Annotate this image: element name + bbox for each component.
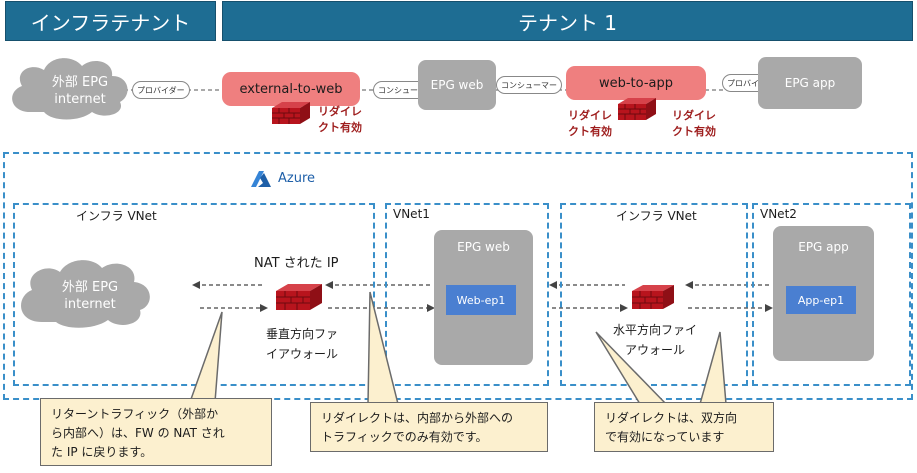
nat-ip-label: NAT された IP <box>254 256 339 271</box>
epg-app-bottom-label: EPG app <box>798 240 849 254</box>
cloud-shape-bottom <box>21 260 150 328</box>
tenant1-header-label: テナント 1 <box>517 10 618 35</box>
external-epg-top-label: 外部 EPG internet <box>51 75 109 107</box>
redirect-enabled-label-2: リダイレ クト有効 <box>568 109 612 138</box>
epg-app-top[interactable]: EPG app <box>758 57 862 109</box>
callout-redirect-both: リダイレクトは、双方向 で有効になっています <box>594 402 774 452</box>
infra-vnet-left <box>13 203 375 386</box>
infra-tenant-header: インフラテナント <box>5 1 216 41</box>
contract-external-to-web[interactable]: external-to-web <box>222 72 360 106</box>
azure-label: Azure <box>278 171 316 186</box>
vnet2-label: VNet2 <box>760 207 797 221</box>
tenant1-header: テナント 1 <box>222 1 913 41</box>
vnet1-box <box>385 203 549 386</box>
infra-vnet-right <box>560 203 748 386</box>
firewall-icon <box>276 284 322 310</box>
external-epg-bottom-label: 外部 EPG internet <box>61 280 119 312</box>
redirect-enabled-label-1: リダイレ クト有効 <box>318 105 362 134</box>
epg-app-top-label: EPG app <box>784 76 836 90</box>
firewall-icon <box>272 102 310 124</box>
cloud-shape-top <box>12 58 128 120</box>
infra-vnet-right-label: インフラ VNet <box>616 209 697 223</box>
infra-vnet-left-label: インフラ VNet <box>76 209 157 223</box>
consumer-pill-2: コンシューマー <box>496 76 562 94</box>
horizontal-firewall-label: 水平方向ファイ アウォール <box>612 323 697 357</box>
callout-redirect-outbound: リダイレクトは、内部から外部への トラフィックでのみ有効です。 <box>310 402 548 452</box>
azure-region <box>3 152 913 400</box>
vnet1-label: VNet1 <box>393 207 430 221</box>
provider-pill-1: プロバイダー <box>132 81 190 99</box>
arrow-heads <box>192 281 773 312</box>
contract-web-to-app[interactable]: web-to-app <box>566 66 706 100</box>
epg-web-top-label: EPG web <box>430 78 484 92</box>
vnet2-box <box>752 203 911 386</box>
vertical-firewall-label: 垂直方向ファ イアウォール <box>265 327 338 361</box>
web-endpoint[interactable]: Web-ep1 <box>446 285 516 315</box>
infra-tenant-header-label: インフラテナント <box>30 10 191 35</box>
azure-logo-icon <box>251 171 271 187</box>
firewall-icon <box>632 285 674 309</box>
callout-return-traffic: リターントラフィック（外部か ら内部へ）は、FW の NAT され た IP に… <box>40 398 272 466</box>
traffic-arrows <box>195 284 770 309</box>
app-endpoint[interactable]: App-ep1 <box>786 286 856 314</box>
firewall-icon <box>618 98 656 120</box>
redirect-enabled-label-3: リダイレ クト有効 <box>672 109 716 138</box>
epg-web-bottom-label: EPG web <box>457 240 510 254</box>
epg-web-top[interactable]: EPG web <box>418 60 496 110</box>
